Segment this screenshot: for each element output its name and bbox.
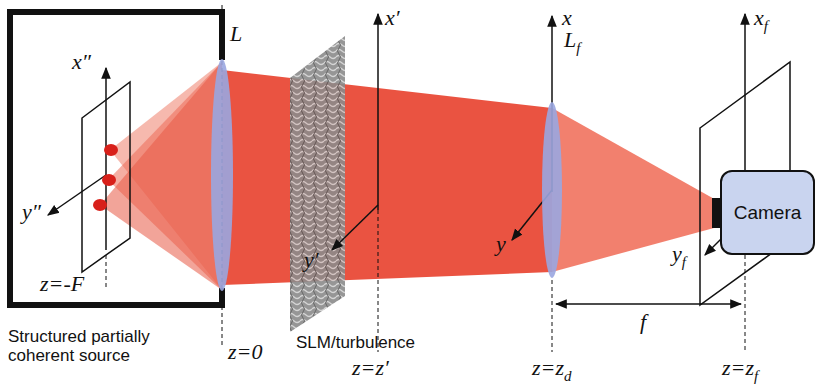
lens-label: L bbox=[564, 28, 576, 52]
subscript: f bbox=[764, 18, 768, 35]
plane-label: z=-F bbox=[40, 272, 84, 296]
distance-label: f bbox=[640, 310, 646, 334]
axis-label: x″ bbox=[72, 50, 91, 74]
plane-label: z=z bbox=[722, 356, 754, 380]
subscript: d bbox=[564, 368, 572, 385]
subscript: f bbox=[754, 368, 758, 385]
subscript: f bbox=[682, 254, 686, 271]
plane-label: z=z′ bbox=[352, 356, 389, 380]
camera-body: Camera bbox=[720, 170, 815, 255]
axis-label: y bbox=[672, 242, 682, 266]
lens-label: L bbox=[230, 22, 242, 46]
axis-label: y″ bbox=[22, 200, 41, 224]
node-text: Camera bbox=[734, 202, 802, 224]
axis-label: x bbox=[562, 6, 572, 30]
component-label: SLM/turbulence bbox=[296, 334, 415, 353]
axis-label: y bbox=[496, 232, 506, 256]
subscript: f bbox=[576, 40, 580, 57]
source-caption: Structured partially coherent source bbox=[8, 328, 213, 365]
axis-label: x′ bbox=[385, 6, 400, 30]
axis-label: x bbox=[754, 6, 764, 30]
axis-label: y′ bbox=[304, 248, 319, 272]
plane-label: z=z bbox=[532, 356, 564, 380]
plane-label: z=0 bbox=[228, 340, 262, 364]
